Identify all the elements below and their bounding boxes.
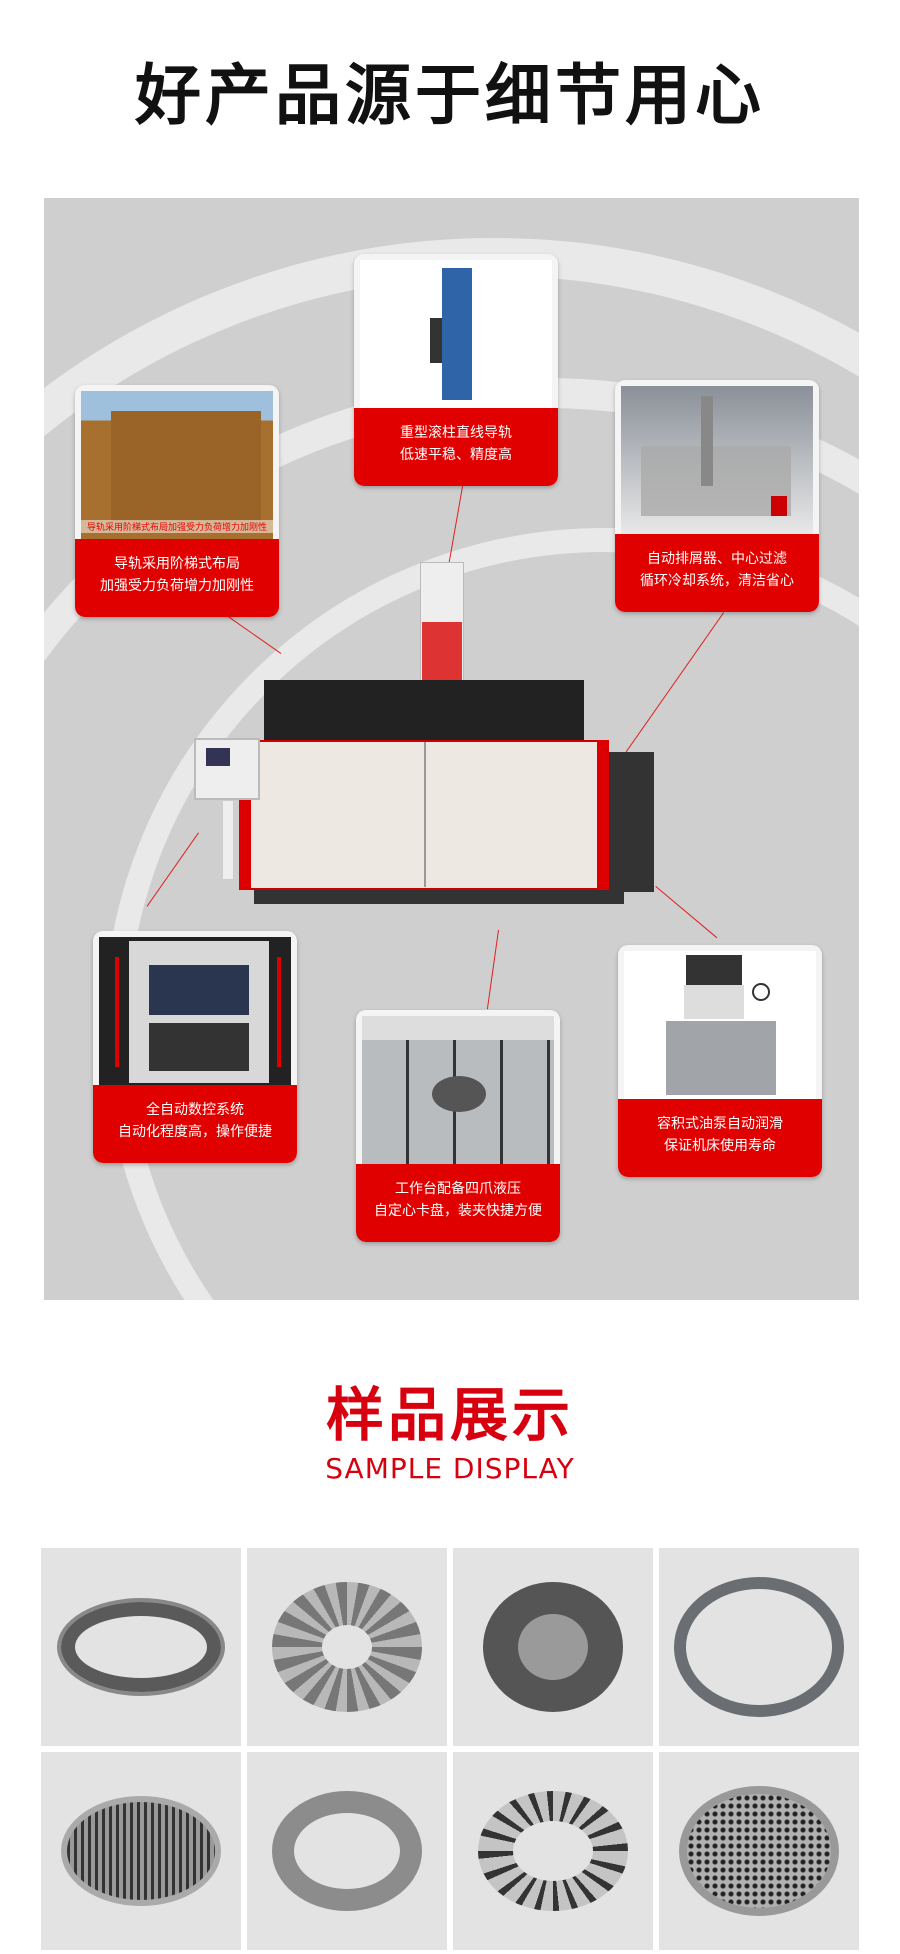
image-label: 导轨采用阶梯式布局加强受力负荷增力加刚性	[81, 520, 273, 533]
caption-line: 导轨采用阶梯式布局	[114, 556, 240, 572]
sample-image-segmented-ring	[453, 1752, 653, 1950]
feature-card-guide-rail: 导轨采用阶梯式布局加强受力负荷增力加刚性 导轨采用阶梯式布局加强受力负荷增力加刚…	[75, 385, 279, 617]
caption-line: 低速平稳、精度高	[400, 447, 512, 463]
feature-card-chip-conveyor: 自动排屑器、中心过滤循环冷却系统，清洁省心	[615, 380, 819, 612]
caption-line: 全自动数控系统	[146, 1102, 244, 1118]
caption-line: 保证机床使用寿命	[664, 1138, 776, 1154]
cnc-panel-image	[99, 937, 291, 1085]
sample-image-perforated-plate	[659, 1752, 859, 1950]
caption-line: 容积式油泵自动润滑	[657, 1116, 783, 1132]
caption-line: 自动化程度高，操作便捷	[118, 1124, 272, 1140]
sample-image-flange	[453, 1548, 653, 1746]
guide-rail-image: 导轨采用阶梯式布局加强受力负荷增力加刚性	[81, 391, 273, 539]
linear-guide-image	[360, 260, 552, 408]
caption-line: 工作台配备四爪液压	[395, 1181, 521, 1197]
worktable-image	[362, 1016, 554, 1164]
feature-panel: 重型滚柱直线导轨低速平稳、精度高 导轨采用阶梯式布局加强受力负荷增力加刚性 导轨…	[44, 198, 859, 1300]
page-title: 好产品源于细节用心	[135, 57, 765, 134]
sample-image-wide-ring	[247, 1752, 447, 1950]
sample-image-slotted-disc	[247, 1548, 447, 1746]
caption-line: 重型滚柱直线导轨	[400, 425, 512, 441]
sample-image-slewing-ring	[41, 1548, 241, 1746]
caption-line: 自动排屑器、中心过滤	[647, 551, 787, 567]
gantry-machine-image	[194, 562, 654, 922]
sample-image-tube-sheet	[41, 1752, 241, 1950]
feature-card-oil-pump: 容积式油泵自动润滑保证机床使用寿命	[618, 945, 822, 1177]
feature-card-linear-guide: 重型滚柱直线导轨低速平稳、精度高	[354, 254, 558, 486]
sample-image-thin-ring	[659, 1548, 859, 1746]
caption-line: 加强受力负荷增力加刚性	[100, 578, 254, 594]
feature-card-cnc-system: 全自动数控系统自动化程度高，操作便捷	[93, 931, 297, 1163]
sample-gallery	[41, 1548, 861, 1950]
chip-conveyor-image	[621, 386, 813, 534]
caption-line: 循环冷却系统，清洁省心	[640, 573, 794, 589]
feature-card-worktable: 工作台配备四爪液压自定心卡盘，装夹快捷方便	[356, 1010, 560, 1242]
caption-line: 自定心卡盘，装夹快捷方便	[374, 1203, 542, 1219]
section-title: 样品展示	[325, 1381, 574, 1449]
section-subtitle: SAMPLE DISPLAY	[325, 1452, 575, 1485]
oil-pump-image	[624, 951, 816, 1099]
